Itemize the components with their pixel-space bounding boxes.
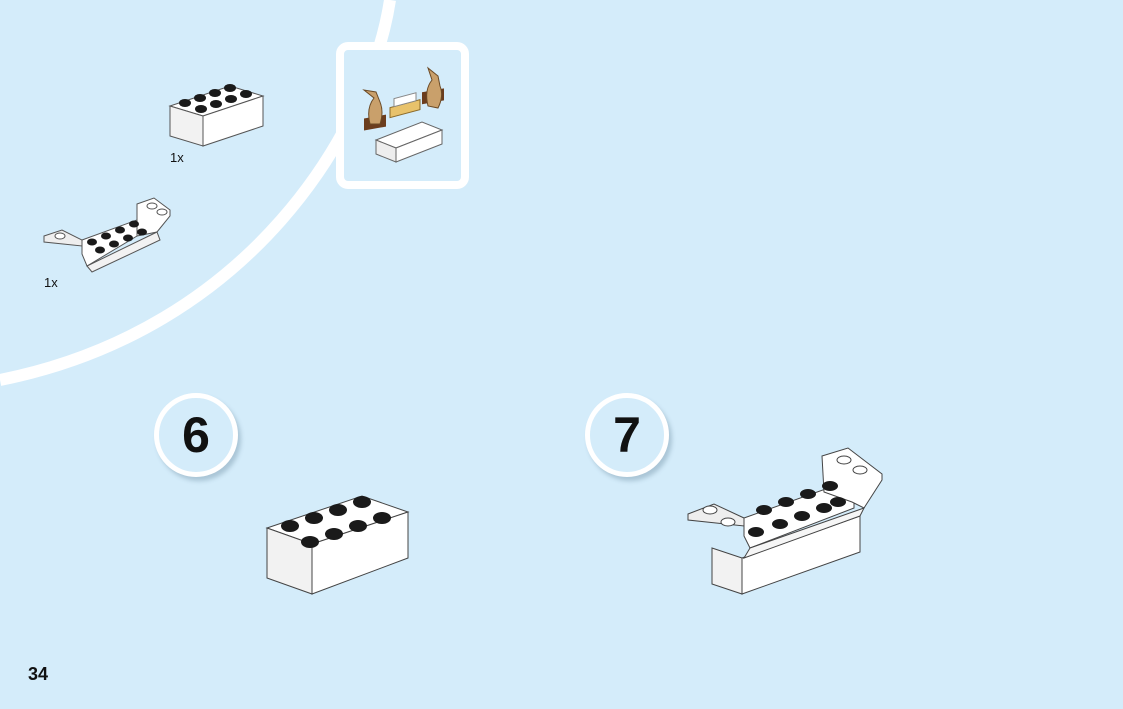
inverted-slope-brick-white-icon [43, 197, 171, 273]
step-6-badge: 6 [154, 393, 238, 477]
model-preview-frame [336, 42, 469, 189]
part-quantity-1: 1x [170, 150, 184, 165]
part-quantity-2: 1x [44, 275, 58, 290]
reindeer-sleigh-model-icon [362, 66, 444, 163]
step-number: 6 [182, 407, 210, 463]
step-7-badge: 7 [585, 393, 669, 477]
brick-assembly-step7-icon [687, 447, 883, 595]
brick-2x4-white-icon [168, 84, 265, 147]
step-number: 7 [613, 407, 641, 463]
brick-2x4-white-icon [265, 495, 410, 595]
page-number: 34 [28, 664, 49, 684]
